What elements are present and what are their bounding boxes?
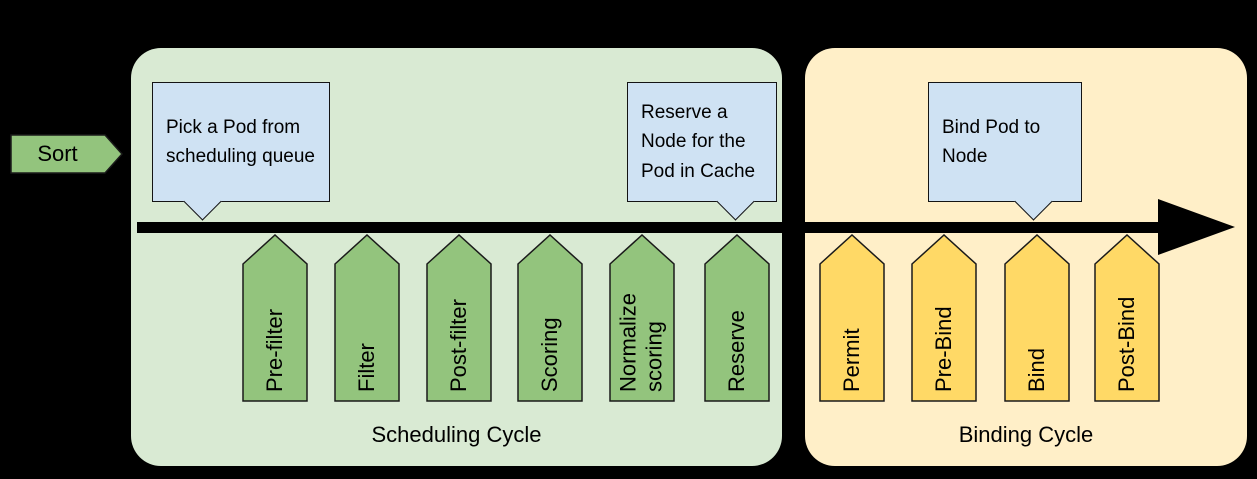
stage-arrow-shape: [609, 234, 675, 402]
stage-arrow-shape: [1094, 234, 1160, 402]
sort-arrow: Sort: [10, 134, 124, 174]
callout-text: Bind Pod to Node: [942, 116, 1041, 167]
stage-label: Pre-Bind: [930, 306, 956, 392]
stage-filter: Filter: [334, 234, 400, 402]
sort-label: Sort: [37, 141, 78, 166]
sort-arrow-shape: [10, 134, 124, 174]
stage-label: Post-filter: [445, 299, 471, 392]
stage-arrow-shape: [911, 234, 977, 402]
stage-arrow-shape: [334, 234, 400, 402]
stage-arrow-shape: [426, 234, 492, 402]
callout-bind-pod: Bind Pod to Node: [928, 82, 1082, 221]
stage-arrow-shape: [242, 234, 308, 402]
timeline-arrow-head: [1158, 199, 1235, 255]
stage-arrow-shape: [1004, 234, 1070, 402]
stage-scoring: Scoring: [517, 234, 583, 402]
stage-label: Post-Bind: [1113, 296, 1139, 392]
stage-label: Filter: [353, 343, 379, 392]
stage-normalize-scoring: Normalize scoring: [609, 234, 675, 402]
callout-text: Reserve a Node for the Pod in Cache: [641, 101, 756, 182]
stage-label: Permit: [838, 328, 864, 392]
stage-label: Normalize scoring: [615, 292, 667, 392]
timeline-arrow-shaft: [137, 222, 1161, 233]
stage-post-filter: Post-filter: [426, 234, 492, 402]
stage-reserve: Reserve: [704, 234, 770, 402]
stage-label: Pre-filter: [261, 308, 287, 392]
stage-bind: Bind: [1004, 234, 1070, 402]
stage-label: Bind: [1023, 347, 1049, 392]
stage-arrow-shape: [704, 234, 770, 402]
stage-pre-bind: Pre-Bind: [911, 234, 977, 402]
stage-post-bind: Post-Bind: [1094, 234, 1160, 402]
callout-pick-pod: Pick a Pod from scheduling queue: [152, 82, 330, 221]
stage-label: Scoring: [536, 317, 562, 392]
callout-reserve-node: Reserve a Node for the Pod in Cache: [627, 82, 777, 221]
callout-text: Pick a Pod from scheduling queue: [166, 116, 315, 167]
stage-pre-filter: Pre-filter: [242, 234, 308, 402]
binding-cycle-title: Binding Cycle: [958, 422, 1094, 447]
stage-arrow-shape: [517, 234, 583, 402]
stage-label: Reserve: [723, 310, 749, 392]
stage-arrow-shape: [819, 234, 885, 402]
stage-permit: Permit: [819, 234, 885, 402]
scheduling-cycle-title: Scheduling Cycle: [371, 422, 542, 447]
